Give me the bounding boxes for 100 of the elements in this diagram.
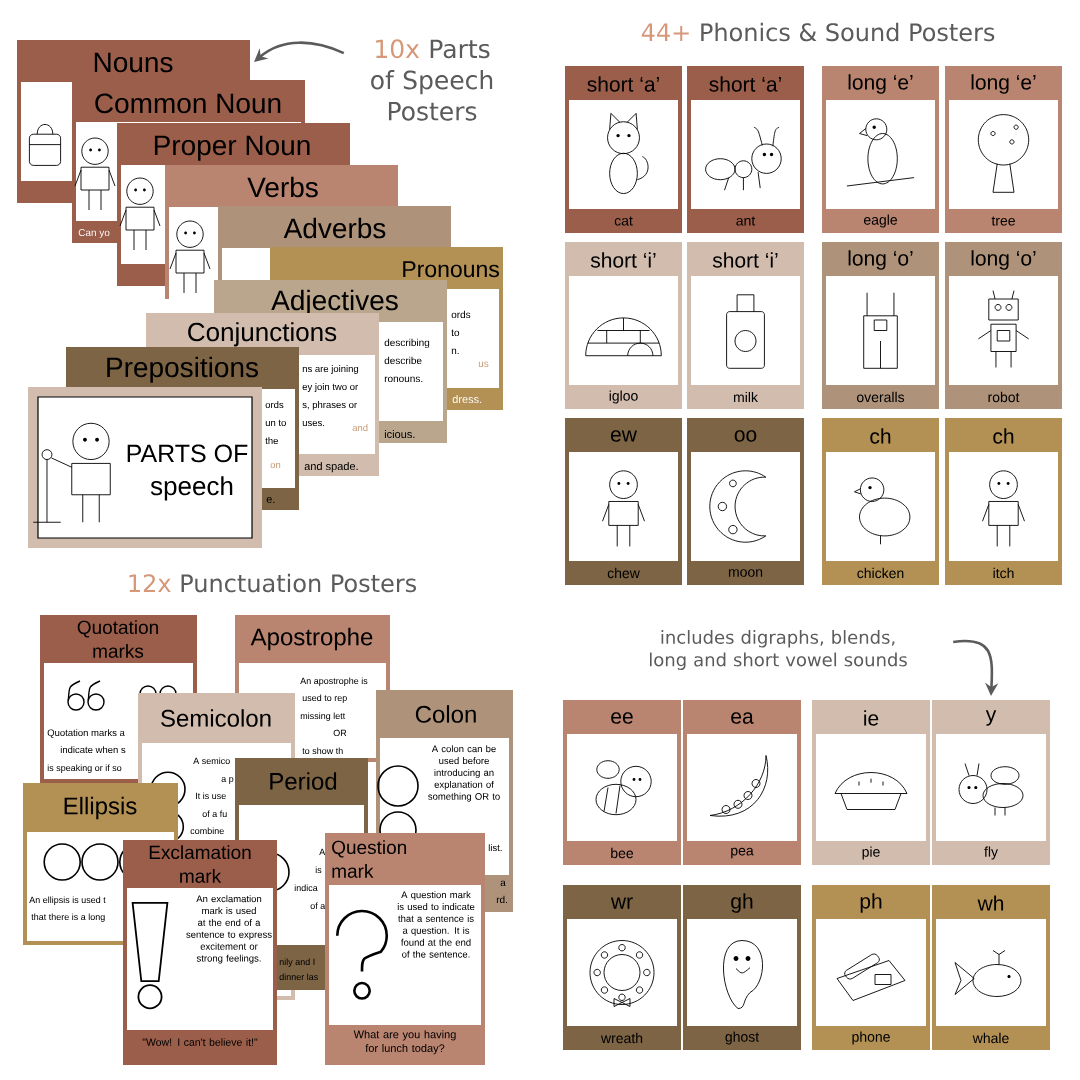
word-label: bee (611, 847, 634, 859)
word-label: igloo (609, 390, 638, 404)
poster-title: Conjunctions (188, 322, 337, 347)
phonics-card (687, 66, 804, 233)
poster-text: of a (310, 902, 326, 910)
sound-heading: oo (734, 430, 757, 442)
poster-text: A semico (193, 757, 230, 765)
poster-text: a (500, 880, 506, 887)
sound-heading: short ‘i’ (712, 252, 778, 268)
cover-title: speech (150, 476, 233, 501)
poster (123, 840, 277, 1065)
word-label: pea (731, 847, 754, 859)
phonics-card (687, 242, 804, 409)
poster-text: to (451, 329, 460, 337)
phonics-card (565, 418, 682, 585)
phonics-card (812, 885, 930, 1050)
poster (325, 833, 485, 1065)
poster-text: of a fu (202, 810, 227, 818)
sound-heading: gh (731, 893, 753, 913)
poster-text: A question mark is used to indicate that a sentence is a question. It is found at the end of the sentence. (397, 891, 475, 958)
poster-text: the (265, 437, 278, 445)
word-label: whale (972, 1032, 1009, 1044)
poster-text: us (478, 361, 489, 368)
word-label: pie (862, 846, 880, 860)
word-label: wreath (601, 1032, 643, 1044)
phonics-card (563, 885, 681, 1050)
word-label: milk (734, 391, 758, 403)
poster-title: Ellipsis (64, 796, 137, 820)
poster-text: to show th (302, 747, 343, 755)
poster-text: icious. (384, 430, 415, 439)
poster-text: Can yo (78, 229, 110, 239)
poster-title: Semicolon (161, 709, 271, 727)
poster-text: What are you having for lunch today? (353, 1030, 456, 1055)
poster-text: Quotation marks a (47, 729, 125, 738)
sound-heading: ew (611, 430, 637, 442)
poster-text: and (352, 424, 368, 432)
poster-text: e. (266, 497, 275, 504)
word-label: phone (852, 1031, 890, 1045)
poster-text: An apostrophe is (300, 677, 368, 686)
poster-text: describe (384, 356, 422, 365)
poster-text: OR (333, 729, 347, 737)
poster-text: ords (265, 401, 284, 409)
poster-text: dinner las (279, 973, 318, 981)
poster-text: It is use (196, 792, 226, 800)
poster-text: is (315, 866, 322, 874)
poster-text: is speaking or if so (47, 764, 122, 773)
poster-text: rd. (496, 895, 507, 904)
phonics-card (945, 418, 1062, 585)
sound-heading: ee (611, 712, 633, 724)
phonics-card (932, 885, 1050, 1050)
poster-title: Adjectives (271, 289, 398, 316)
sound-heading: wr (610, 897, 633, 909)
poster-title: Pronouns (403, 261, 499, 278)
word-label: overalls (856, 391, 905, 403)
phonics-card (822, 418, 939, 585)
poster-text: An ellipsis is used t (29, 896, 106, 905)
sound-heading: ch (993, 428, 1014, 444)
poster-text: s, phrases or (302, 401, 357, 410)
phonics-card (687, 418, 804, 585)
poster-text: indicate when s (60, 746, 126, 754)
poster-title: Prepositions (107, 356, 258, 383)
poster-text: list. (488, 844, 502, 852)
section-heading: 12x Punctuation Posters (129, 573, 416, 593)
poster-text: missing lett (300, 712, 346, 721)
phonics-card (822, 66, 939, 233)
sound-heading: ea (731, 712, 754, 724)
word-label: eagle (864, 214, 897, 228)
poster-title: Question mark (332, 840, 406, 878)
poster-text: ronouns. (384, 376, 423, 383)
cover-title: PARTS OF (127, 444, 248, 463)
sound-heading: ie (864, 710, 879, 726)
poster-title: Proper Noun (154, 135, 310, 161)
phonics-card (565, 66, 682, 233)
poster (28, 387, 262, 548)
word-label: cat (614, 216, 633, 226)
poster-text: a p (221, 777, 234, 784)
poster-text: ns are joining (302, 365, 359, 374)
poster-title: Verbs (247, 176, 318, 198)
word-label: ant (736, 216, 756, 226)
phonics-card (812, 700, 930, 865)
poster-title: Period (270, 772, 337, 790)
callout-text: includes digraphs, blends, long and short vowel sounds (650, 630, 907, 670)
poster-text: combine (190, 827, 224, 835)
section-heading: 10x Parts of Speech Posters (371, 39, 493, 121)
poster-text: ords (451, 310, 471, 319)
poster-text: un to (265, 419, 286, 427)
sound-heading: ph (860, 893, 882, 913)
poster-title: Adverbs (283, 217, 386, 239)
poster-text: "Wow! I can't believe it!" (142, 1038, 258, 1046)
phonics-card (683, 700, 801, 865)
sound-heading: ch (870, 428, 891, 444)
sound-heading: y (985, 710, 997, 726)
sound-heading: long ‘o’ (971, 250, 1036, 270)
poster-text: nily and I (279, 958, 315, 967)
poster-text: used to rep (302, 694, 347, 703)
phonics-card (683, 885, 801, 1050)
word-label: chew (607, 567, 640, 579)
poster-title: Common Noun (95, 93, 281, 114)
poster-text: A colon can be used before introducing an explanation of something OR to (428, 745, 500, 802)
sound-heading: short ‘a’ (709, 76, 781, 92)
